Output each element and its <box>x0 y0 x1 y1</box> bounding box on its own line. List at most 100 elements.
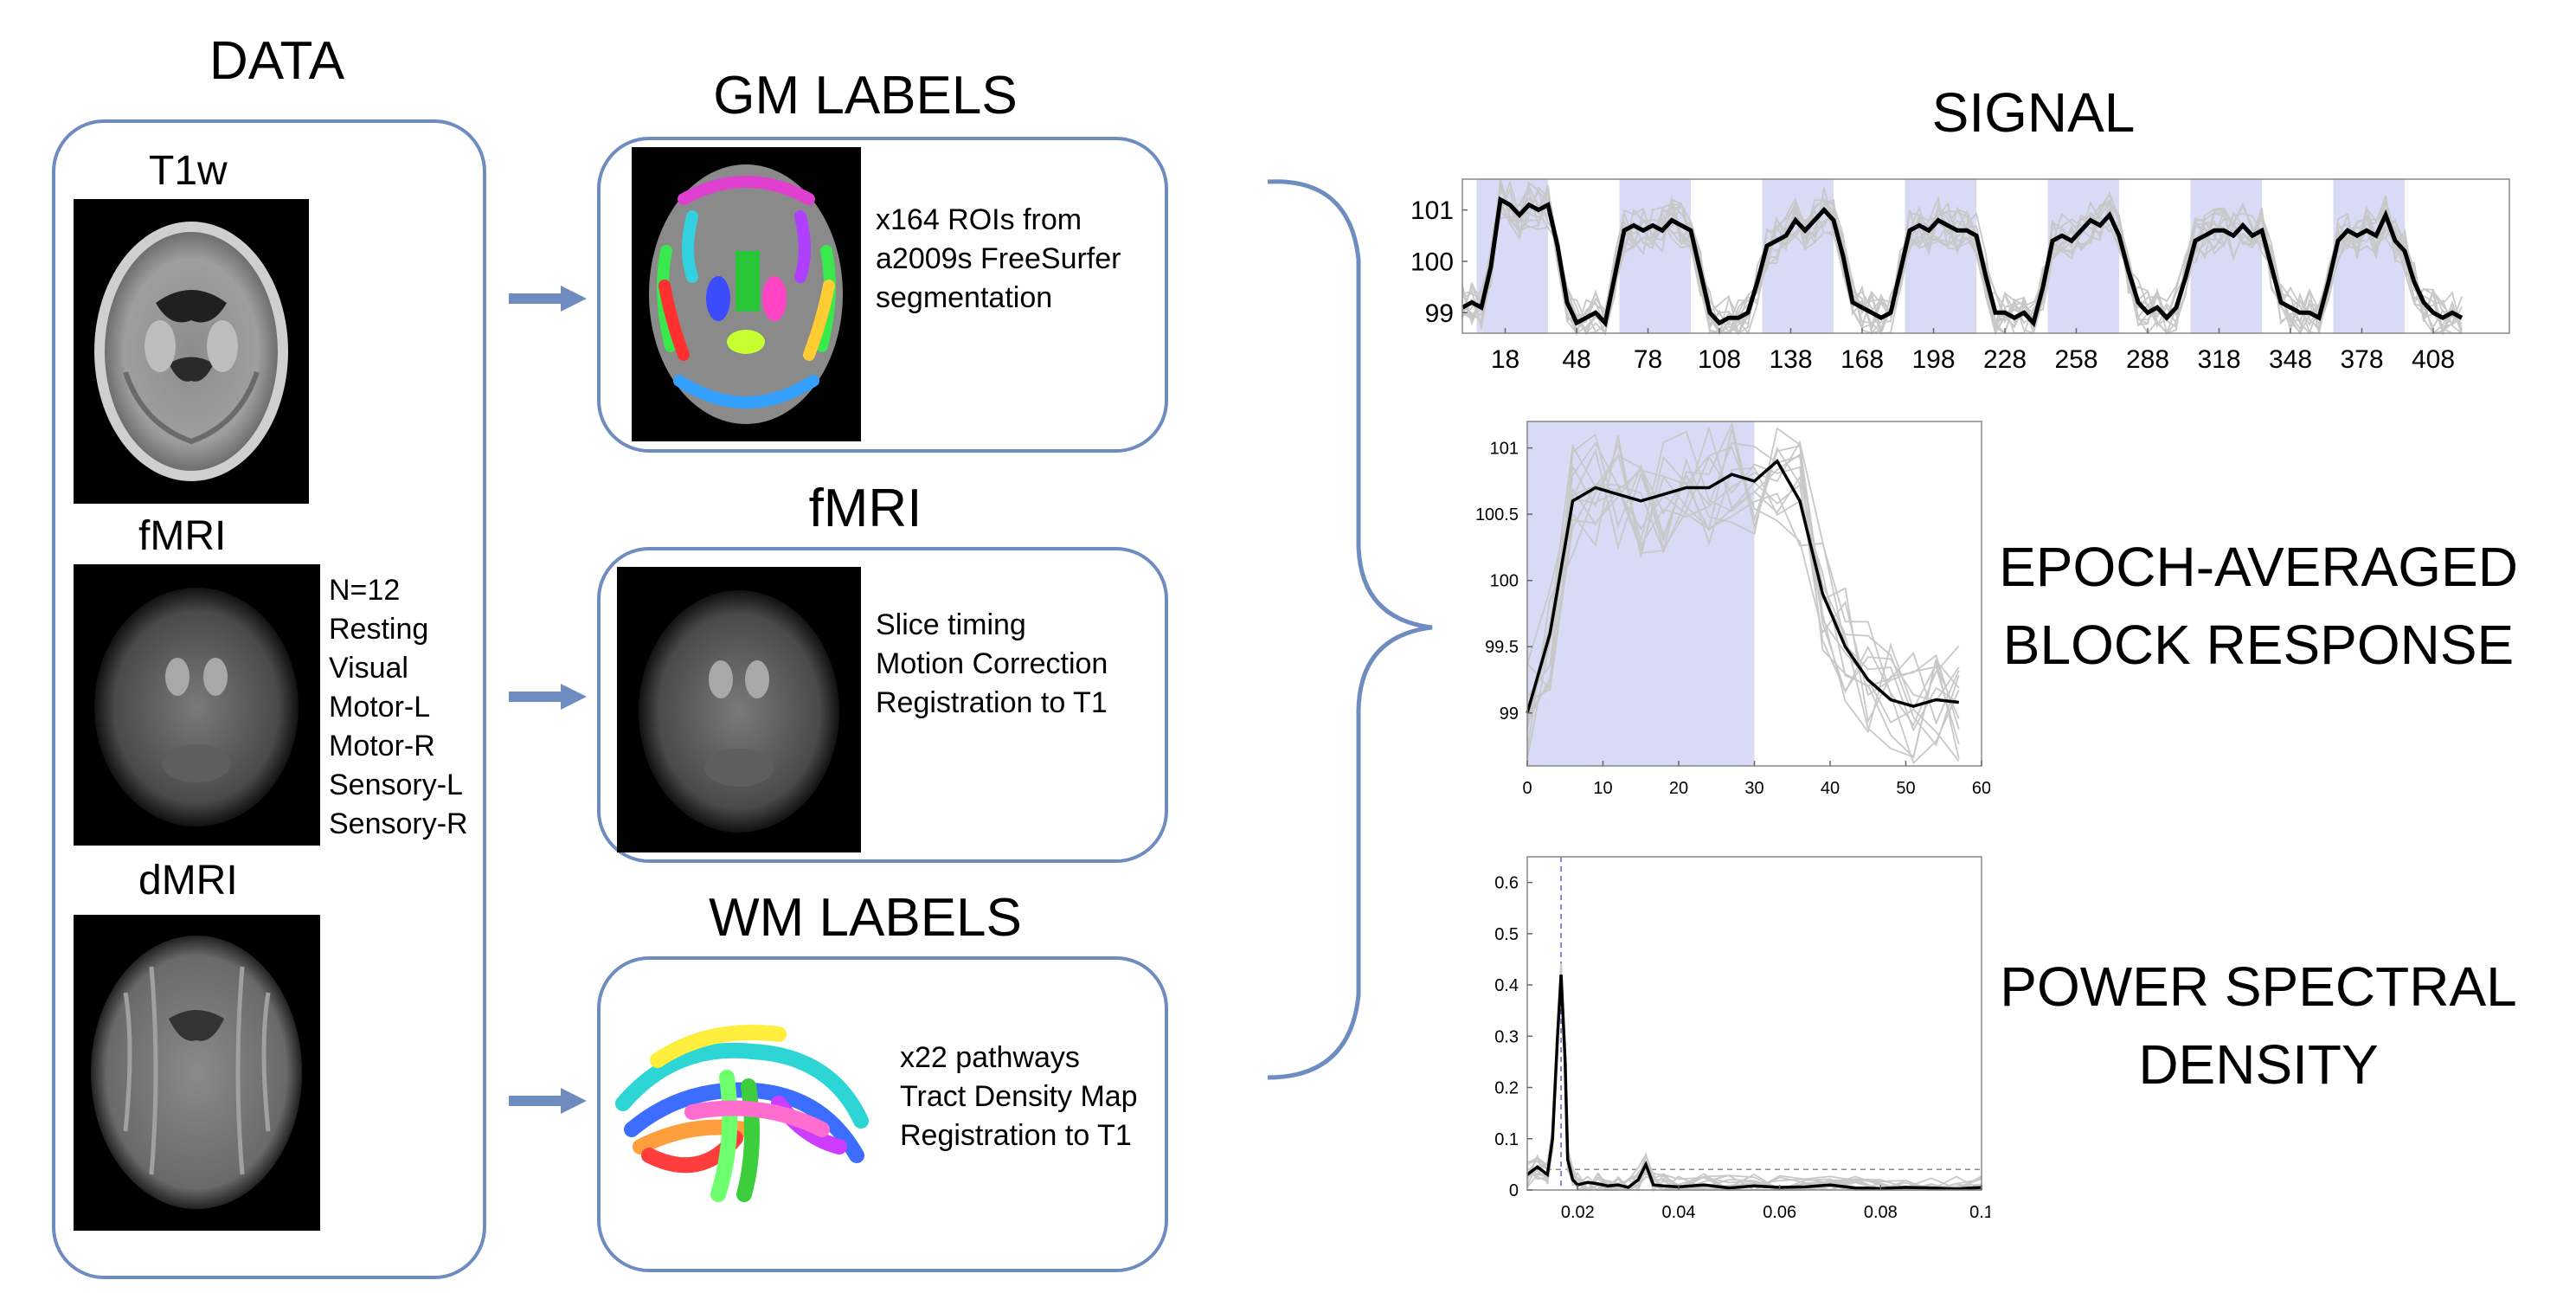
y-tick-label: 0.1 <box>1494 1130 1519 1149</box>
subject-series-line <box>1526 968 1982 1191</box>
plot-frame <box>1461 178 2510 334</box>
fmri-processed-image <box>617 567 861 852</box>
psd-title-line: POWER SPECTRAL <box>2000 955 2517 1018</box>
x-tick-label: 0.02 <box>1561 1203 1595 1222</box>
x-tick-label: 138 <box>1769 345 1812 374</box>
y-tick-label: 0.3 <box>1494 1027 1519 1046</box>
fmri-label: fMRI <box>138 513 227 559</box>
x-tick-label: 0 <box>1522 779 1532 798</box>
x-tick-label: 48 <box>1562 345 1590 374</box>
subject-series-line <box>1526 972 1982 1192</box>
x-tick-label: 198 <box>1911 345 1955 374</box>
x-tick-label: 378 <box>2340 345 2383 374</box>
y-tick-label: 0.2 <box>1494 1079 1519 1098</box>
subject-series-line <box>1526 963 1982 1191</box>
subject-series-line <box>1526 967 1982 1192</box>
y-tick-label: 99 <box>1425 299 1454 328</box>
block-shade <box>1905 179 1976 333</box>
x-tick-label: 30 <box>1744 779 1763 798</box>
wm-description: x22 pathways Tract Density Map Registrat… <box>900 1039 1138 1155</box>
wm-labels-title: WM LABELS <box>709 888 1022 948</box>
gm-description-line: x164 ROIs from <box>876 203 1082 236</box>
block-shade <box>1619 179 1691 333</box>
y-tick-label: 0.4 <box>1494 976 1519 995</box>
subject-series-line <box>1526 427 1960 734</box>
y-tick-label: 101 <box>1410 196 1454 225</box>
psd-title-line: DENSITY <box>2138 1033 2379 1096</box>
arrow-icon <box>509 286 587 312</box>
t1w-brain-image <box>74 199 309 504</box>
y-tick-label: 99 <box>1500 704 1519 724</box>
arrow-icon <box>509 1088 587 1114</box>
wm-labels-panel <box>597 956 1168 1272</box>
block-shade <box>1527 421 1755 766</box>
subject-series-line <box>1461 187 2463 336</box>
subject-series-line <box>1526 441 1960 759</box>
wm-description-line: x22 pathways <box>900 1041 1080 1074</box>
tractography-image <box>606 1008 874 1207</box>
wm-description-line: Registration to T1 <box>900 1119 1132 1152</box>
y-tick-label: 100 <box>1410 248 1454 276</box>
fmri-processing-panel <box>597 547 1168 863</box>
condition-item: Resting <box>329 613 429 646</box>
condition-item: Motor-L <box>329 691 431 724</box>
arrow-icon <box>509 684 587 710</box>
fmri-description-line: Motion Correction <box>876 647 1108 680</box>
block-shade <box>2190 179 2262 333</box>
fmri-panel-title: fMRI <box>808 479 922 538</box>
subject-series-line <box>1526 969 1982 1192</box>
block-shade <box>2333 179 2405 333</box>
conditions-list: N=12 Resting Visual Motor-L Motor-R Sens… <box>329 571 468 844</box>
fmri-brain-image <box>74 564 320 846</box>
fmri-description: Slice timing Motion Correction Registrat… <box>876 606 1108 723</box>
data-title: DATA <box>209 31 345 91</box>
x-tick-label: 40 <box>1821 779 1840 798</box>
subject-series-line <box>1526 985 1982 1191</box>
subject-series-line <box>1526 966 1982 1191</box>
y-tick-label: 99.5 <box>1485 638 1519 657</box>
x-tick-label: 18 <box>1491 345 1519 374</box>
y-tick-label: 0 <box>1509 1181 1519 1200</box>
x-tick-label: 78 <box>1634 345 1662 374</box>
x-tick-label: 348 <box>2269 345 2312 374</box>
x-tick-label: 108 <box>1698 345 1741 374</box>
subject-series-line <box>1526 425 1960 730</box>
subject-series-line <box>1461 178 2463 334</box>
subject-series-line <box>1461 185 2463 336</box>
mean-series-line <box>1526 459 1959 714</box>
y-tick-label: 0.5 <box>1494 925 1519 944</box>
x-tick-label: 228 <box>1983 345 2027 374</box>
gm-description-line: segmentation <box>876 281 1053 314</box>
subject-series-line <box>1526 967 1982 1193</box>
subject-series-line <box>1526 978 1982 1192</box>
gm-labels-panel <box>597 137 1168 453</box>
subject-series-line <box>1526 434 1960 762</box>
subject-series-line <box>1526 970 1982 1192</box>
x-tick-label: 258 <box>2054 345 2097 374</box>
dmri-brain-image <box>74 915 320 1231</box>
epoch-title-line: EPOCH-AVERAGED <box>1999 536 2518 598</box>
gm-segmentation-image <box>632 147 861 441</box>
condition-item: Visual <box>329 652 408 685</box>
y-tick-label: 101 <box>1490 440 1519 459</box>
signal-title: SIGNAL <box>1931 81 2136 144</box>
epoch-title-line: BLOCK RESPONSE <box>2002 614 2515 676</box>
x-tick-label: 0.08 <box>1864 1203 1898 1222</box>
mean-series-line <box>1526 975 1982 1191</box>
data-panel <box>52 119 486 1279</box>
condition-item: Sensory-R <box>329 807 468 840</box>
brace-icon <box>1267 179 1433 1080</box>
x-tick-label: 10 <box>1593 779 1612 798</box>
x-tick-label: 168 <box>1840 345 1884 374</box>
x-tick-label: 20 <box>1669 779 1688 798</box>
condition-item: Sensory-L <box>329 769 463 801</box>
x-tick-label: 0.06 <box>1763 1203 1796 1222</box>
y-tick-label: 100.5 <box>1475 505 1519 524</box>
fmri-description-line: Slice timing <box>876 608 1026 641</box>
x-tick-label: 288 <box>2126 345 2169 374</box>
x-tick-label: 0.1 <box>1969 1203 1990 1222</box>
condition-item: Motor-R <box>329 730 435 762</box>
